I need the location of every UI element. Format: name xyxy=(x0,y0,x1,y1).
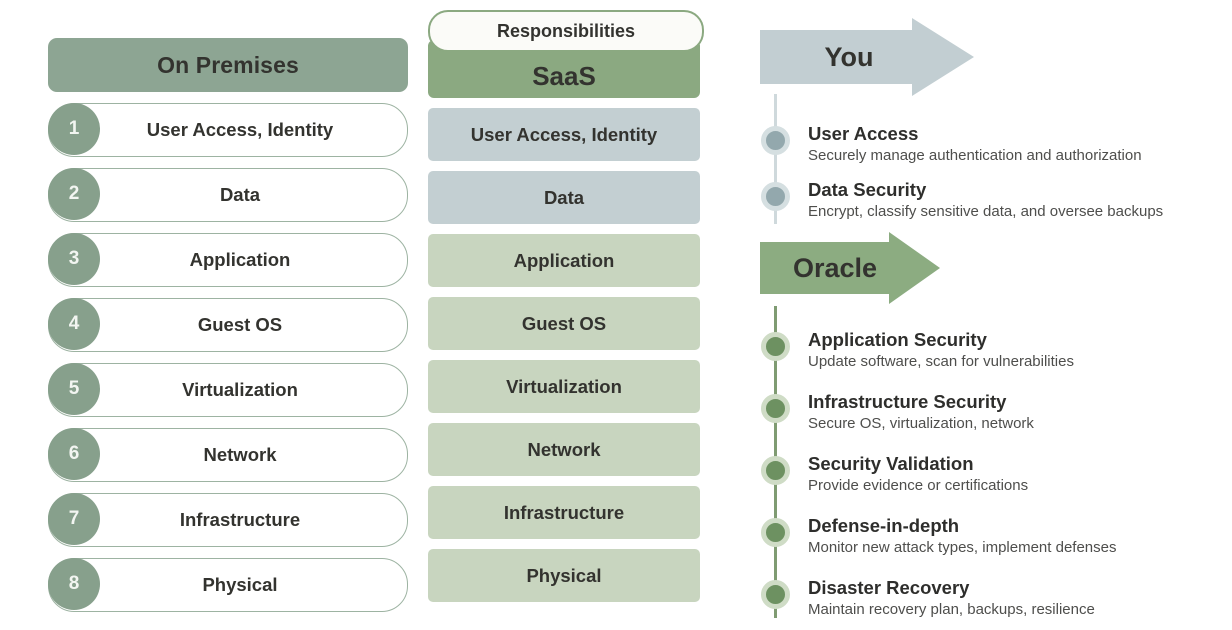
onprem-row-number: 6 xyxy=(48,428,100,480)
you-arrow: You xyxy=(760,18,974,96)
onprem-row-label: Application xyxy=(189,249,291,270)
bullet-title: Infrastructure Security xyxy=(808,391,1007,412)
onprem-row-number: 3 xyxy=(48,233,100,285)
onprem-row-label: Infrastructure xyxy=(179,509,301,530)
bullet-dot-icon xyxy=(761,332,790,361)
oracle-arrow-shape xyxy=(760,232,940,304)
onprem-row-label: Guest OS xyxy=(197,314,283,335)
bullet-desc: Maintain recovery plan, backups, resilie… xyxy=(808,600,1095,618)
you-bullet-data-security: Data Security Encrypt, classify sensitiv… xyxy=(752,179,1200,221)
oracle-arrow: Oracle xyxy=(760,232,940,304)
oracle-bullet-infrastructure-security: Infrastructure Security Secure OS, virtu… xyxy=(752,391,1200,433)
onprem-row-number: 2 xyxy=(48,168,100,220)
onprem-row-8[interactable]: 8 Physical xyxy=(48,558,408,612)
saas-row-physical[interactable]: Physical xyxy=(428,549,700,602)
onprem-row-5[interactable]: 5 Virtualization xyxy=(48,363,408,417)
bullet-dot-icon xyxy=(761,456,790,485)
onprem-row-number: 4 xyxy=(48,298,100,350)
oracle-bullet-application-security: Application Security Update software, sc… xyxy=(752,329,1200,371)
bullet-desc: Provide evidence or certifications xyxy=(808,476,1029,494)
bullet-dot-icon xyxy=(761,394,790,423)
bullet-desc: Secure OS, virtualization, network xyxy=(808,414,1034,432)
responsibilities-column: You User Access Securely manage authenti… xyxy=(752,18,1200,618)
onprem-row-6[interactable]: 6 Network xyxy=(48,428,408,482)
bullet-desc: Update software, scan for vulnerabilitie… xyxy=(808,352,1074,370)
onprem-row-number: 1 xyxy=(48,103,100,155)
onpremises-header: On Premises xyxy=(48,38,408,92)
onprem-row-number: 5 xyxy=(48,363,100,415)
onprem-row-1[interactable]: 1 User Access, Identity xyxy=(48,103,408,157)
bullet-title: User Access xyxy=(808,123,919,144)
onprem-row-2[interactable]: 2 Data xyxy=(48,168,408,222)
saas-row-virtualization[interactable]: Virtualization xyxy=(428,360,700,413)
bullet-title: Data Security xyxy=(808,179,927,200)
saas-row-infrastructure[interactable]: Infrastructure xyxy=(428,486,700,539)
saas-row-network[interactable]: Network xyxy=(428,423,700,476)
bullet-desc: Monitor new attack types, implement defe… xyxy=(808,538,1117,556)
saas-row-guest-os[interactable]: Guest OS xyxy=(428,297,700,350)
bullet-desc: Encrypt, classify sensitive data, and ov… xyxy=(808,202,1164,220)
onprem-row-7[interactable]: 7 Infrastructure xyxy=(48,493,408,547)
onprem-row-label: Physical xyxy=(202,574,278,595)
bullet-title: Defense-in-depth xyxy=(808,515,960,536)
saas-row-data[interactable]: Data xyxy=(428,171,700,224)
onprem-row-number: 8 xyxy=(48,558,100,610)
onprem-row-number: 7 xyxy=(48,493,100,545)
onprem-row-3[interactable]: 3 Application xyxy=(48,233,408,287)
onprem-row-label: Network xyxy=(203,444,277,465)
responsibilities-pill: Responsibilities xyxy=(428,10,704,52)
saas-row-user-access[interactable]: User Access, Identity xyxy=(428,108,700,161)
oracle-bullet-disaster-recovery: Disaster Recovery Maintain recovery plan… xyxy=(752,577,1200,619)
bullet-title: Disaster Recovery xyxy=(808,577,970,598)
onprem-row-4[interactable]: 4 Guest OS xyxy=(48,298,408,352)
bullet-dot-icon xyxy=(761,580,790,609)
bullet-dot-icon xyxy=(761,518,790,547)
bullet-dot-icon xyxy=(761,126,790,155)
onpremises-column: On Premises 1 User Access, Identity 2 Da… xyxy=(48,38,408,612)
oracle-bullet-defense-in-depth: Defense-in-depth Monitor new attack type… xyxy=(752,515,1200,557)
bullet-desc: Securely manage authentication and autho… xyxy=(808,146,1142,164)
oracle-arrow-label: Oracle xyxy=(792,252,878,283)
onprem-row-label: Data xyxy=(219,184,261,205)
oracle-bullet-security-validation: Security Validation Provide evidence or … xyxy=(752,453,1200,495)
onprem-row-label: User Access, Identity xyxy=(146,119,334,140)
you-arrow-shape xyxy=(760,18,974,96)
you-bullet-user-access: User Access Securely manage authenticati… xyxy=(752,123,1200,165)
you-connector-line xyxy=(774,94,777,224)
you-arrow-label: You xyxy=(824,41,874,72)
onprem-row-label: Virtualization xyxy=(182,379,298,400)
bullet-title: Security Validation xyxy=(808,453,974,474)
bullet-dot-icon xyxy=(761,182,790,211)
bullet-title: Application Security xyxy=(808,329,987,350)
saas-column: Responsibilities SaaS User Access, Ident… xyxy=(428,10,704,602)
saas-row-application[interactable]: Application xyxy=(428,234,700,287)
